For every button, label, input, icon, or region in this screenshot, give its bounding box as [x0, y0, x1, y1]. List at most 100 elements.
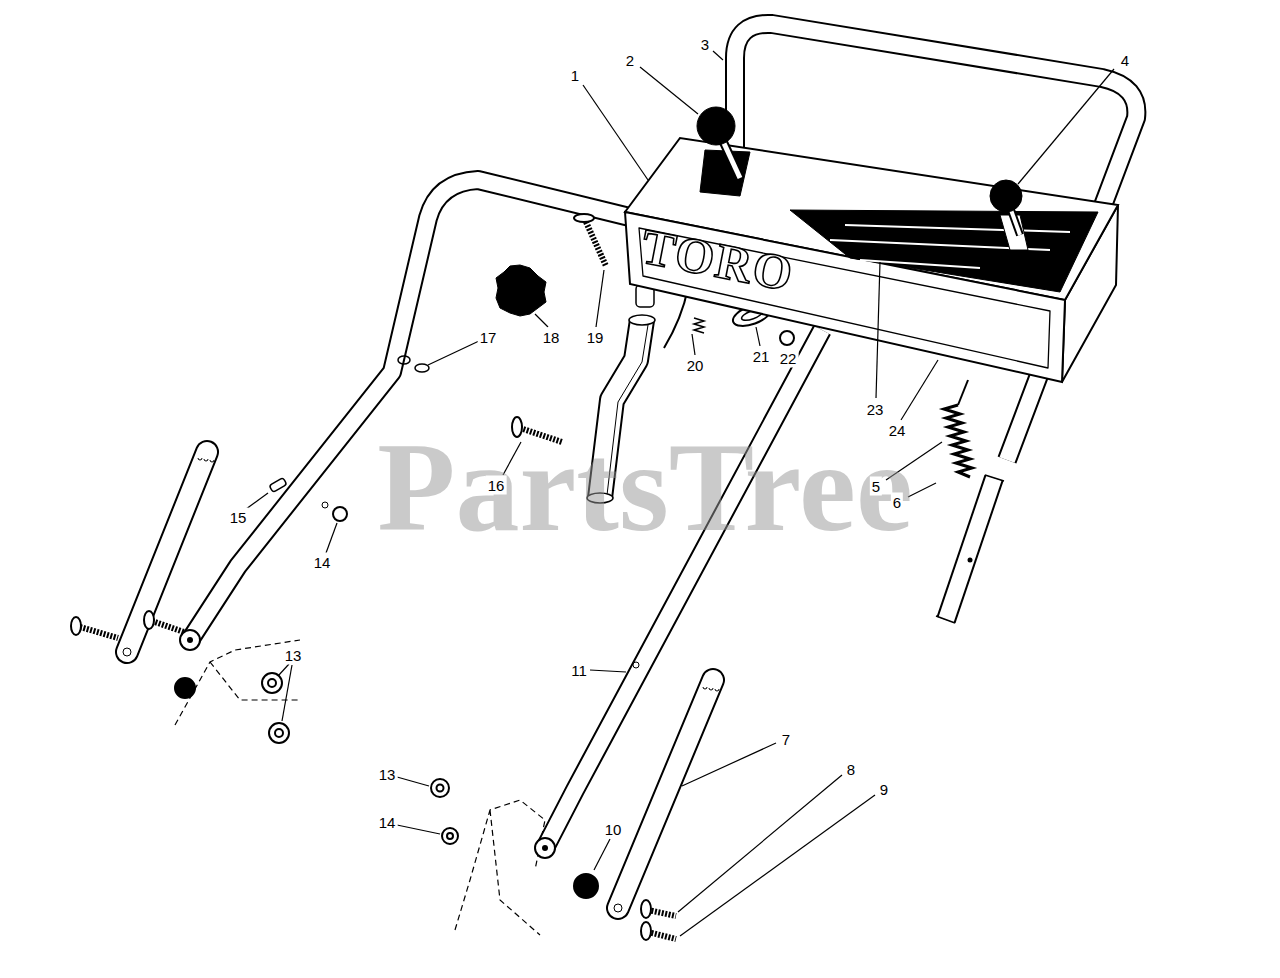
spring [944, 405, 972, 477]
leader-lines [246, 51, 1114, 936]
bracket-fill [127, 452, 207, 652]
knob [697, 107, 735, 145]
bracket-outline [618, 680, 713, 908]
leader-line [246, 493, 268, 509]
leader-line [282, 665, 292, 721]
callout-number: 18 [541, 328, 562, 347]
decal [790, 210, 1098, 292]
callout-number: 13 [283, 646, 304, 665]
callout-number: 1 [569, 66, 581, 85]
bolt-head [641, 900, 651, 918]
cable [958, 380, 968, 405]
callout-number: 6 [891, 493, 903, 512]
bolt-shaft [152, 621, 184, 632]
knob [990, 180, 1022, 212]
nut-hole [275, 729, 283, 737]
callout-number: 16 [486, 476, 507, 495]
deck-outline [175, 640, 300, 725]
bolts [71, 214, 676, 940]
nut [269, 723, 289, 743]
leader-line [326, 523, 337, 553]
bolt-hole [614, 904, 622, 912]
callout-number: 15 [228, 508, 249, 527]
bolt-hole [322, 502, 328, 508]
leader-line [1018, 69, 1114, 184]
washer [175, 678, 195, 698]
control-console [625, 107, 1118, 382]
spring [694, 318, 704, 333]
callout-number: 9 [878, 780, 890, 799]
nut [780, 331, 794, 345]
leader-line [397, 777, 429, 786]
callout-number: 10 [603, 820, 624, 839]
callout-number: 7 [780, 730, 792, 749]
nut [333, 507, 347, 521]
callout-number: 17 [478, 328, 499, 347]
leader-line [682, 743, 776, 786]
watermark: PartsTree [377, 414, 912, 561]
bolt-shaft [648, 932, 676, 939]
leader-line [594, 839, 610, 870]
bolt-shaft [586, 222, 606, 266]
leader-line [692, 334, 695, 355]
callout-number: 21 [751, 347, 772, 366]
nut [431, 779, 449, 797]
brand-logo: TORO [637, 217, 800, 303]
washer [574, 874, 598, 898]
bolt-head [144, 611, 154, 629]
callout-number: 20 [685, 356, 706, 375]
tube-outline [946, 478, 994, 620]
callout-number: 2 [624, 51, 636, 70]
leader-line [278, 664, 289, 676]
callout-number: 5 [870, 477, 882, 496]
tube-outline [190, 180, 650, 640]
nut-hole [437, 785, 444, 792]
callout-number: 4 [1119, 51, 1131, 70]
leader-line [678, 775, 842, 912]
leader-line [876, 262, 880, 398]
bolt-shaft [80, 627, 118, 638]
bracket-fill [618, 680, 713, 908]
bolt-hole [633, 662, 639, 668]
leader-line [756, 327, 760, 346]
leader-line [640, 67, 698, 114]
bolt-hole [123, 648, 131, 656]
leader-line [596, 270, 604, 327]
bolt-hole [968, 558, 973, 563]
knob [496, 265, 546, 316]
clip [398, 356, 410, 364]
bolt-head [641, 922, 651, 940]
callout-number: 8 [845, 760, 857, 779]
leader-line [397, 825, 440, 834]
leader-line [535, 314, 548, 327]
adjust-holes [198, 458, 214, 462]
nut-hole [268, 679, 276, 687]
callout-number: 14 [312, 553, 333, 572]
nut [442, 828, 458, 844]
nut-hole [447, 833, 453, 839]
deck-outline [455, 800, 545, 935]
leader-line [713, 51, 723, 60]
tube-end [535, 838, 555, 858]
deck-outline [175, 640, 545, 935]
callout-number: 13 [377, 765, 398, 784]
leader-line [583, 85, 648, 180]
bolt-hole [187, 637, 193, 643]
leader-line [901, 360, 938, 420]
callout-number: 24 [887, 421, 908, 440]
decal-rib [830, 225, 1070, 268]
callout-number: 14 [377, 813, 398, 832]
bolt-head [574, 214, 594, 222]
bracket-outline [127, 452, 207, 652]
callout-number: 3 [699, 35, 711, 54]
guide-end [629, 315, 655, 325]
callout-number: 22 [778, 349, 799, 368]
leader-line [590, 670, 626, 672]
adjust-holes [703, 687, 719, 691]
tube-fill [190, 180, 650, 640]
callout-number: 23 [865, 400, 886, 419]
callout-number: 11 [569, 661, 589, 680]
bolt-head [71, 617, 81, 635]
